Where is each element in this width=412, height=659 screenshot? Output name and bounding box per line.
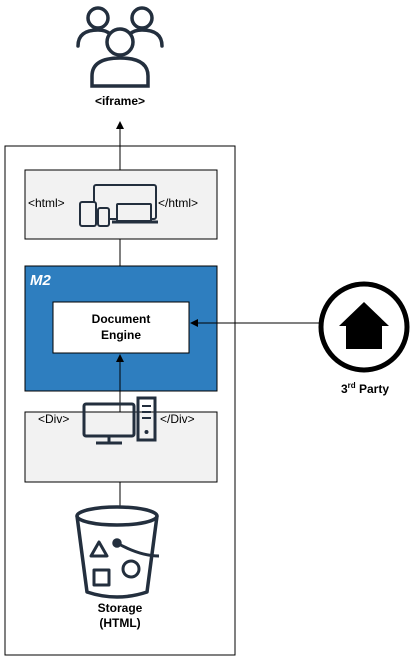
- document-engine-line1: Document: [91, 312, 151, 326]
- third-party-suffix: Party: [355, 382, 390, 396]
- third-party-prefix: 3: [340, 382, 348, 396]
- storage-label: Storage (HTML): [70, 601, 170, 631]
- third-party-sup: rd: [347, 381, 356, 390]
- div-open-tag: <Div>: [38, 412, 70, 426]
- div-close-tag: </Div>: [160, 412, 195, 426]
- html-open-tag: <html>: [28, 196, 65, 210]
- document-engine-box: [52, 301, 190, 354]
- home-icon: [318, 281, 410, 373]
- users-icon: [76, 6, 164, 88]
- document-engine-label: Document Engine: [53, 311, 189, 343]
- third-party-label: 3rd Party: [320, 381, 410, 396]
- devices-icon: [79, 184, 158, 227]
- m2-title: M2: [30, 272, 51, 289]
- storage-line2: (HTML): [99, 616, 141, 630]
- document-engine-line2: Engine: [100, 328, 141, 342]
- html-close-tag: </html>: [158, 196, 199, 210]
- storage-line1: Storage: [97, 601, 143, 615]
- iframe-label: <iframe>: [94, 94, 146, 108]
- storage-bucket-icon: [75, 505, 160, 599]
- div-box: [24, 411, 218, 483]
- desktop-computer-icon: [82, 396, 157, 445]
